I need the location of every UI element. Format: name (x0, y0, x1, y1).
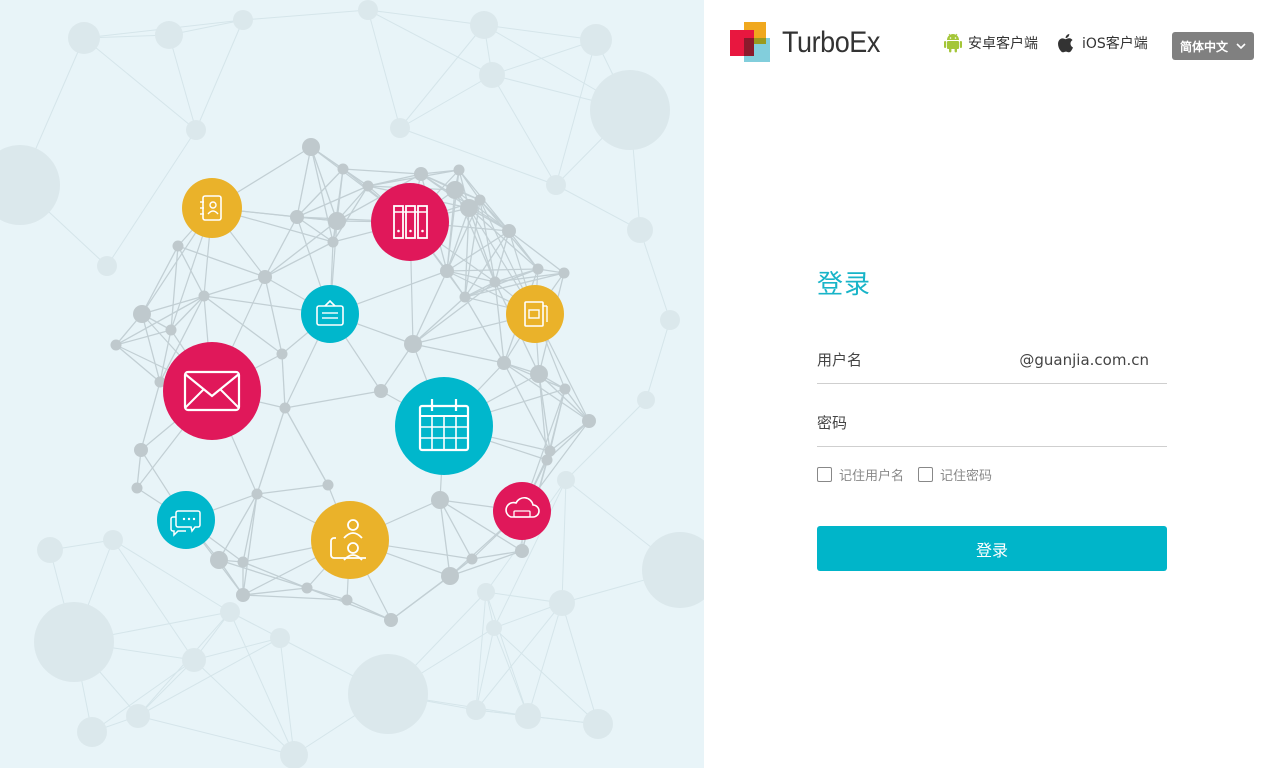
chat-icon (157, 491, 215, 549)
remember-password-label: 记住密码 (940, 469, 993, 484)
ios-client-label: iOS客户端 (1082, 36, 1148, 52)
contacts-icon (182, 178, 242, 238)
android-icon (944, 33, 962, 53)
note-icon (301, 285, 359, 343)
login-button[interactable]: 登录 (817, 526, 1167, 571)
chevron-down-icon (1236, 43, 1246, 50)
illustration-panel (0, 0, 704, 768)
checkbox-box[interactable] (918, 467, 934, 482)
android-client-link[interactable]: 安卓客户端 (944, 33, 1038, 53)
login-title: 登录 (817, 270, 872, 300)
brand-name: TurboEx (782, 26, 880, 59)
logo-mark-icon (730, 22, 772, 64)
mail-icon (163, 342, 261, 440)
ios-client-link[interactable]: iOS客户端 (1058, 33, 1148, 53)
checkbox-box[interactable] (817, 467, 832, 482)
remember-username-checkbox[interactable]: 记住用户名 (817, 465, 904, 484)
username-domain-suffix: @guanjia.com.cn (1019, 351, 1149, 369)
calendar-icon (395, 377, 493, 475)
library-icon (371, 183, 449, 261)
username-input[interactable] (817, 351, 1017, 369)
network-illustration (0, 0, 704, 768)
remember-password-checkbox[interactable]: 记住密码 (918, 465, 992, 484)
login-form: 登录 @guanjia.com.cn 记住用户名 记住密码 登录 (817, 264, 1167, 571)
remember-username-label: 记住用户名 (839, 469, 905, 484)
apple-icon (1058, 34, 1073, 53)
turboex-logo: TurboEx (730, 22, 891, 64)
login-panel: TurboEx 安卓客户端 iOS客户端 简体中文 登录 @ (704, 0, 1280, 768)
language-label: 简体中文 (1179, 39, 1228, 54)
remember-options: 记住用户名 记住密码 (817, 465, 1167, 484)
android-client-label: 安卓客户端 (968, 36, 1038, 52)
cloud-icon (493, 482, 551, 540)
password-input[interactable] (817, 414, 1017, 432)
book-icon (506, 285, 564, 343)
username-field: @guanjia.com.cn (817, 337, 1167, 384)
language-select[interactable]: 简体中文 (1172, 32, 1254, 60)
password-field (817, 400, 1167, 447)
users-icon (311, 501, 389, 579)
